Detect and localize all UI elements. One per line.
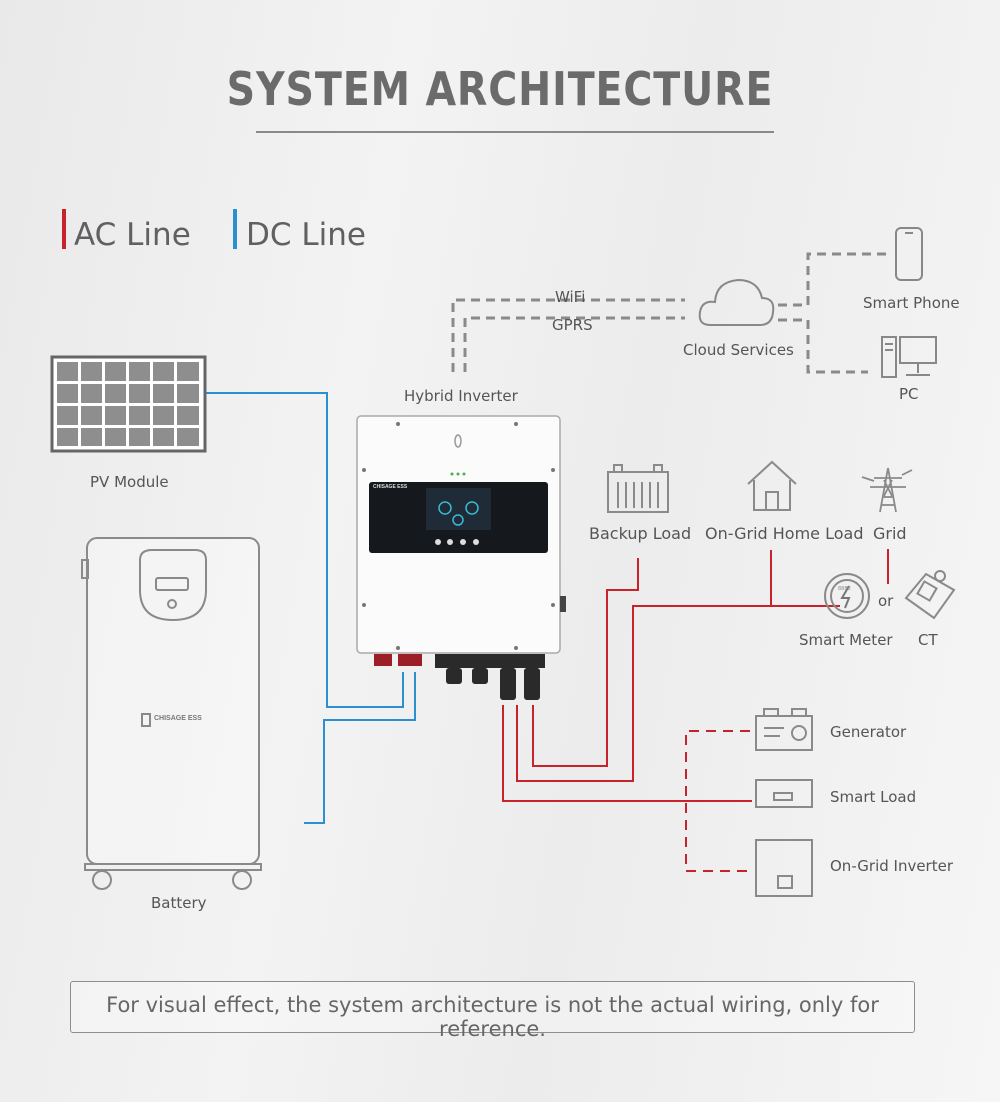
generator-label: Generator (830, 723, 907, 741)
page-title: SYSTEM ARCHITECTURE (226, 62, 774, 116)
battery-label: Battery (151, 894, 207, 912)
title-underline (256, 131, 774, 133)
note-box (70, 981, 915, 1033)
smart-load-label: Smart Load (830, 788, 917, 806)
smart-phone-icon (895, 227, 923, 281)
gprs-label: GPRS (552, 316, 593, 334)
hybrid-inverter-icon (356, 415, 566, 700)
grid-tower-icon (861, 467, 913, 513)
ongrid-inverter-icon (755, 839, 813, 897)
note-text: For visual effect, the system architectu… (106, 993, 879, 1041)
smart-meter-digits: 8888 (838, 586, 851, 592)
ac-legend-swatch (62, 209, 66, 249)
cloud-services-label: Cloud Services (683, 341, 794, 359)
battery-brand: CHISAGE ESS (154, 715, 202, 722)
ac-lines (502, 549, 889, 802)
ct-label: CT (918, 631, 938, 649)
generator-icon (755, 708, 813, 751)
smart-meter-icon (824, 573, 870, 619)
pc-label: PC (899, 385, 919, 403)
dc-legend-swatch (233, 209, 237, 249)
ac-legend-label: AC Line (74, 217, 191, 253)
smart-phone-label: Smart Phone (863, 294, 960, 312)
communication-lines (451, 252, 890, 374)
backup-load-icon (607, 464, 669, 513)
pv-module-icon (50, 355, 207, 453)
dc-lines (205, 392, 416, 824)
pc-icon (881, 336, 937, 378)
home-load-label: On-Grid Home Load (705, 524, 864, 543)
backup-load-label: Backup Load (589, 524, 692, 543)
pv-module-label: PV Module (90, 473, 169, 491)
hybrid-inverter-label: Hybrid Inverter (404, 387, 518, 405)
smart-meter-label: Smart Meter (799, 631, 893, 649)
wifi-label: WiFi (555, 288, 586, 306)
smart-load-icon (755, 779, 813, 808)
battery-icon (81, 537, 262, 890)
dc-legend-label: DC Line (246, 217, 366, 253)
ct-icon (904, 570, 956, 620)
or-label: or (878, 592, 894, 610)
inverter-brand: CHISAGE ESS (373, 484, 408, 490)
grid-label: Grid (873, 524, 907, 543)
home-icon (747, 460, 797, 511)
cloud-icon (698, 278, 775, 326)
ongrid-inverter-label: On-Grid Inverter (830, 857, 954, 875)
